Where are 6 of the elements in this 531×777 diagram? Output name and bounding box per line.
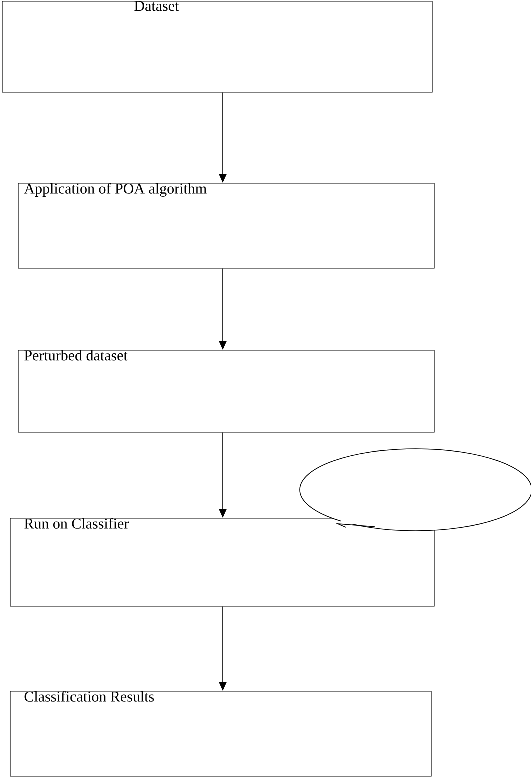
- speech-bubble: [300, 448, 531, 532]
- process-box: Dataset: [2, 1, 433, 93]
- process-box: Perturbed dataset: [18, 350, 435, 433]
- process-box: Application of POA algorithm: [18, 183, 435, 269]
- process-box: Classification Results: [10, 691, 432, 777]
- process-box: Run on Classifier: [10, 518, 435, 607]
